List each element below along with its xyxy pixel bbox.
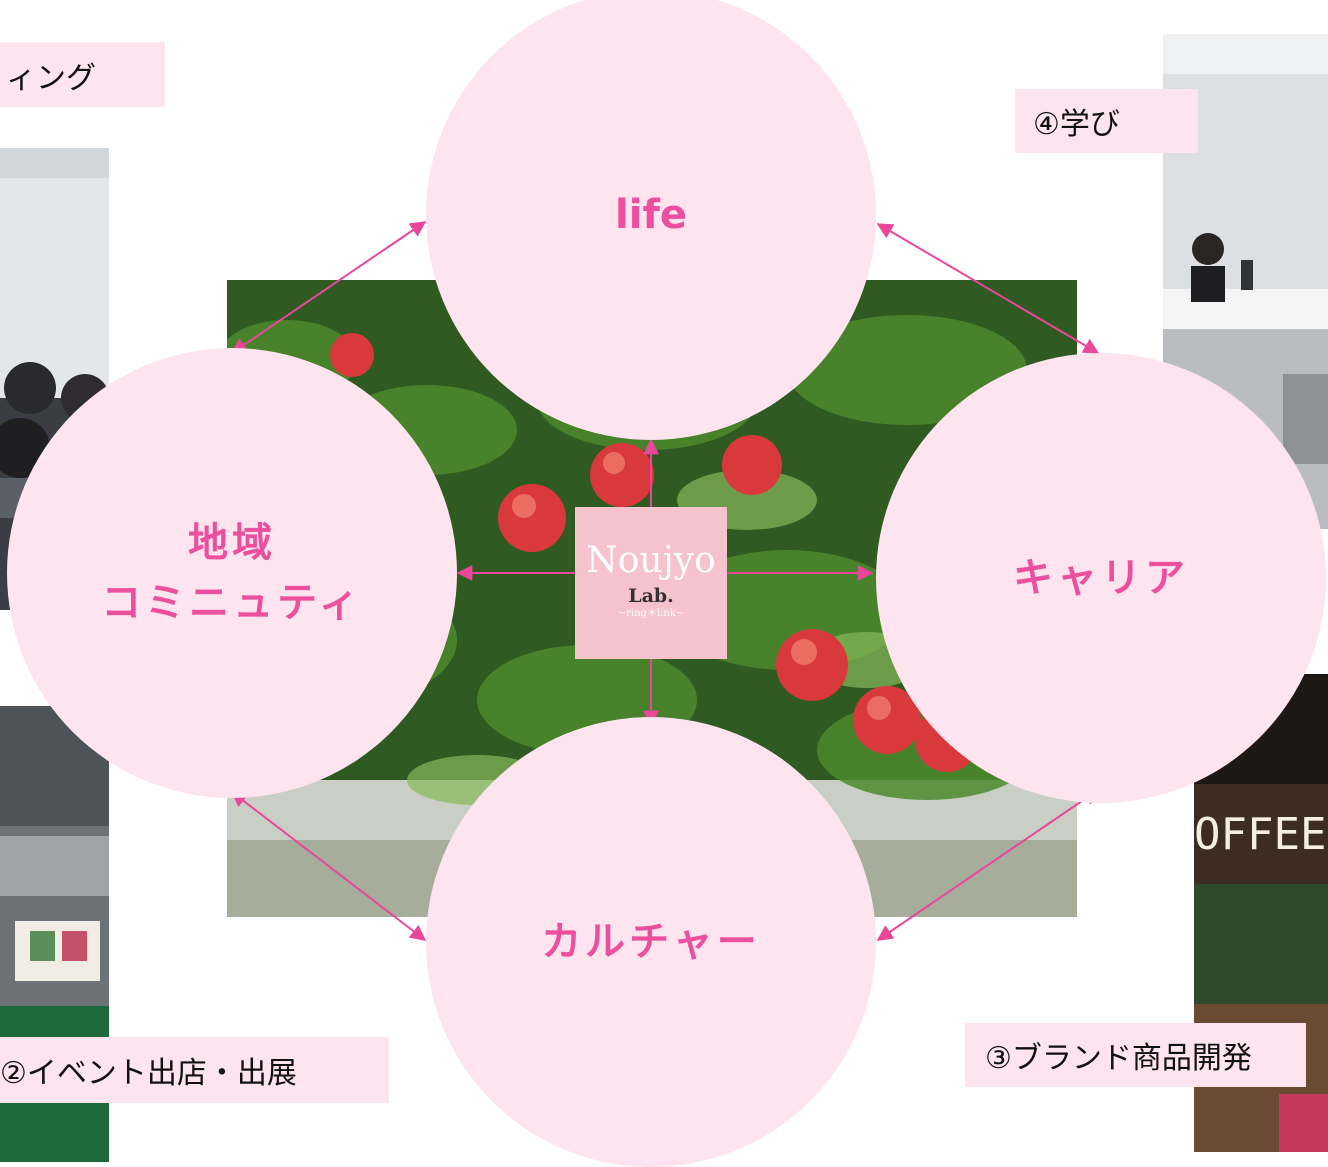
circle-career: キャリア xyxy=(876,353,1326,803)
circle-community-text: 地域 コミニュティ xyxy=(101,520,363,626)
circle-culture: カルチャー xyxy=(426,717,876,1167)
label-meeting: ィング xyxy=(0,42,165,107)
noujyo-lab-logo: Noujyo Lab. ~ring＊link~ xyxy=(575,507,727,659)
circle-community: 地域 コミニュティ xyxy=(7,348,457,798)
circle-career-text: キャリア xyxy=(1013,555,1189,601)
circle-life-text: life xyxy=(615,192,687,238)
svg-text:OFFEE: OFFEE xyxy=(1194,809,1326,860)
logo-tagline: ~ring＊link~ xyxy=(617,608,685,619)
label-event-text: ②イベント出店・出展 xyxy=(0,1056,297,1091)
logo-subtitle: Lab. xyxy=(628,585,674,607)
circle-life: life xyxy=(426,0,876,440)
label-meeting-text: ィング xyxy=(6,60,96,96)
label-learning: ④学び xyxy=(1015,89,1198,153)
label-event: ②イベント出店・出展 xyxy=(0,1037,389,1103)
label-brand-text: ③ブランド商品開発 xyxy=(985,1041,1252,1076)
label-brand: ③ブランド商品開発 xyxy=(965,1023,1306,1087)
logo-title: Noujyo xyxy=(586,540,716,581)
label-learning-text: ④学び xyxy=(1033,107,1120,142)
circle-culture-text: カルチャー xyxy=(541,919,761,965)
